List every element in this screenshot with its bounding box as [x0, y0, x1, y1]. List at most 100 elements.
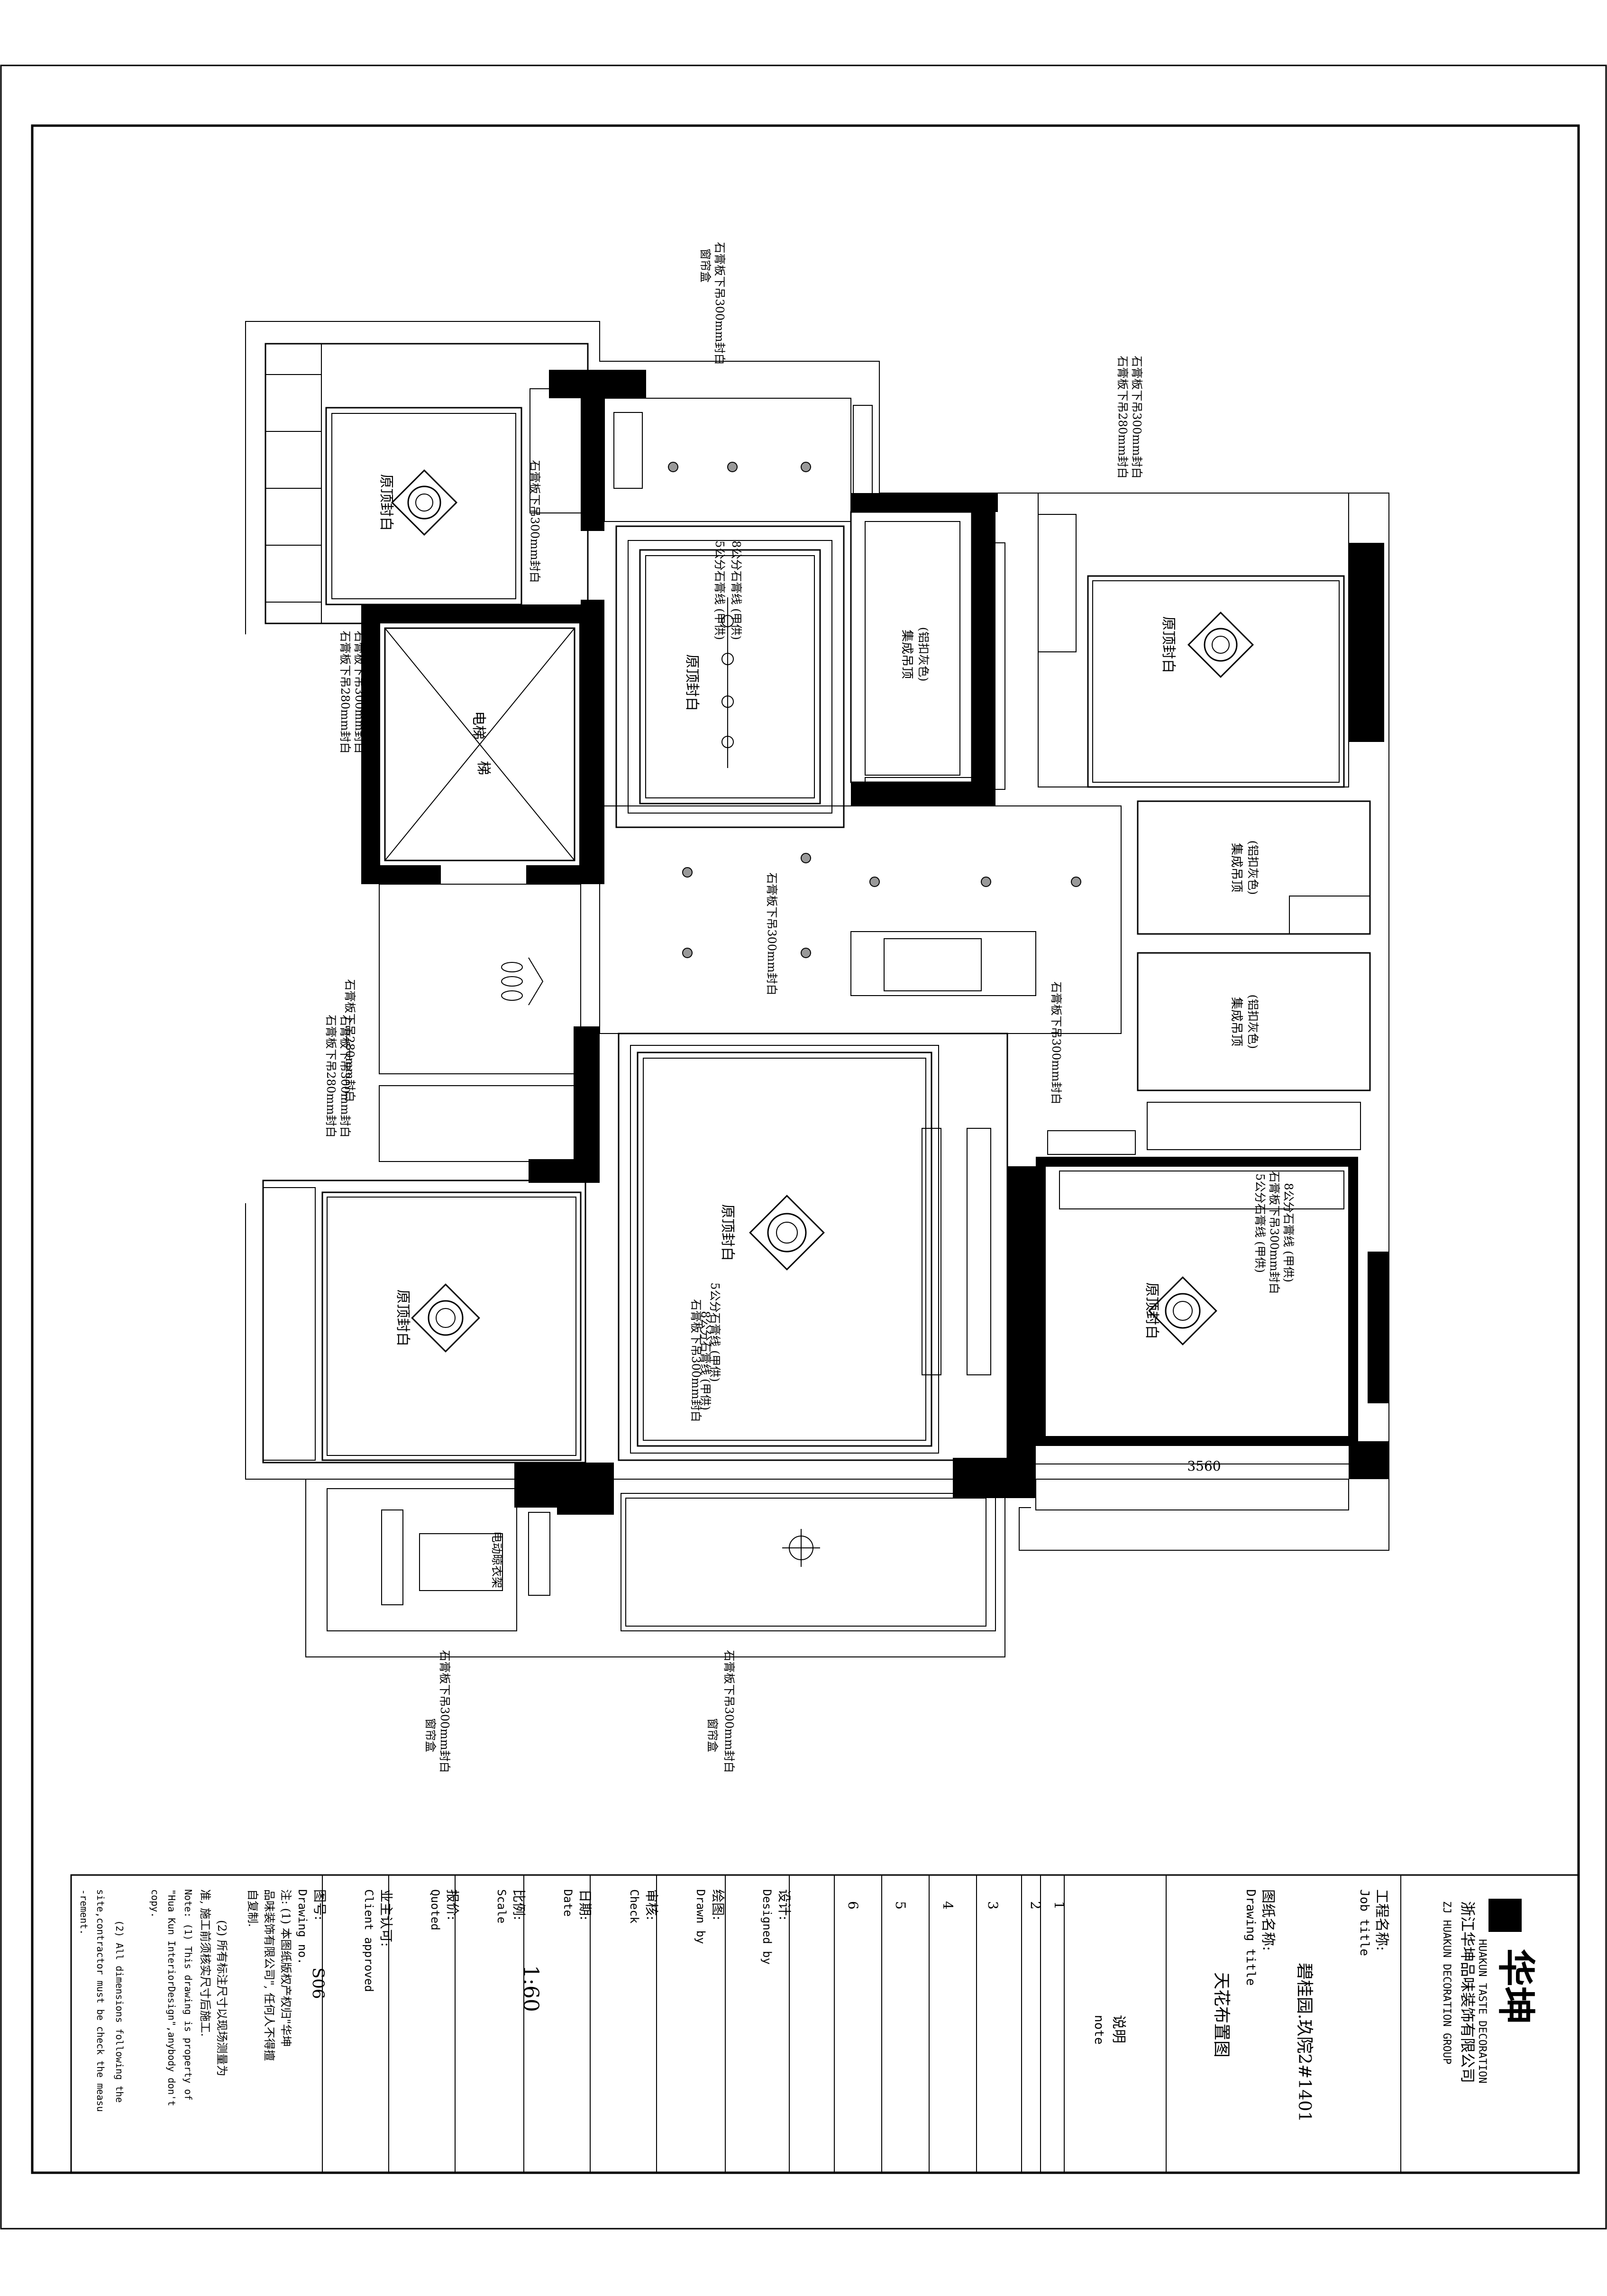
drawing-title-label: 图纸名称:: [1260, 1889, 1276, 1951]
note-en-4: (2) All dimensions following the: [114, 1920, 125, 2103]
note-row-1: 1: [1051, 1901, 1067, 1910]
note-cn-2: 品味装饰有限公司", 任何人不得擅: [263, 1889, 276, 2061]
dining-room: 原顶封白: [615, 525, 845, 828]
note-a17: 8公分石膏线 (甲供): [699, 1311, 712, 1410]
drawing-title-label-en: Drawing title: [1243, 1889, 1258, 1986]
room-label-bath2: 集成吊顶: [1229, 997, 1243, 1046]
structural-walls: [514, 370, 1389, 1515]
job-title-value: 碧桂园.玖院2#1401: [1295, 1963, 1314, 2122]
entry-corridor: [379, 884, 581, 1162]
note-a24: 石膏板下吊300mm封白: [1268, 1171, 1281, 1294]
elevator-shaft: 电梯 梯: [361, 604, 598, 884]
logo-mark: 华坤: [1494, 1948, 1538, 2024]
note-a8: 8公分石膏线 (甲供): [730, 540, 743, 640]
note-en-3: copy.: [149, 1889, 161, 1918]
room-label-kitchen-sub: (铝扣灰色): [917, 627, 930, 682]
note-row-4: 4: [940, 1901, 956, 1910]
room-label-bath1-sub: (铝扣灰色): [1246, 841, 1260, 895]
room-label-bath2-sub: (铝扣灰色): [1246, 995, 1260, 1049]
plan-envelope: [245, 321, 1389, 1551]
drawn-label-en: Drawn by: [694, 1889, 707, 1944]
note-a13: 石膏板下吊280mm封白: [324, 1015, 338, 1137]
company-logo: 华坤 HUAKUN TASTE DECORATION 浙江华坤品味装饰有限公司 …: [1441, 1899, 1538, 2084]
note-a2: 窗帘盒: [699, 248, 712, 283]
central-hallway: [599, 805, 1122, 1034]
room-label-bedroom-right-top: 原顶封白: [1160, 616, 1177, 673]
note-row-2: 2: [1028, 1901, 1043, 1910]
drawing-no-value: S06: [309, 1967, 328, 1999]
job-title-label-en: Job title: [1357, 1889, 1371, 1956]
note-a3: 石膏板下吊280mm封白: [1116, 356, 1129, 478]
note-en-6: -rement.: [78, 1889, 90, 1935]
client-approved-label: 业主认可:: [378, 1889, 394, 1947]
room-label-bedroom-right-bottom: 原顶封白: [1143, 1282, 1160, 1339]
drawing-title-value: 天花布置图: [1212, 1972, 1231, 2058]
bathroom-2: 集成吊顶 (铝扣灰色): [1047, 952, 1371, 1155]
note-en-1: Note: (1) This drawing is property of: [183, 1889, 194, 2101]
designed-label-en: Designed by: [760, 1889, 774, 1965]
bedroom-top-right: 原顶封白: [1038, 493, 1349, 788]
note-a4: 石膏板下吊300mm封白: [713, 242, 726, 365]
bathroom-1: 集成吊顶 (铝扣灰色): [1137, 800, 1371, 935]
room-label-balcony: 原顶封白: [378, 474, 394, 531]
note-a16: 5公分石膏线 (甲供): [708, 1282, 721, 1382]
living-room: 原顶封白: [618, 1033, 1008, 1461]
company-group: ZJ HUAKUN DECORATION GROUP: [1441, 1901, 1452, 2064]
sign-box-label: 电动晾衣架: [490, 1531, 503, 1588]
note-a20: 窗帘盒: [424, 1718, 437, 1752]
note-cn-4: (2) 所有标注尺寸以现场测量为: [215, 1920, 228, 2076]
room-label-dining: 原顶封白: [684, 654, 700, 711]
note-cn-5: 准, 施工前须核实尺寸后施工.: [199, 1889, 212, 2037]
plan-annotations: 石膏板下吊300mm封白 窗帘盒 石膏板下吊300mm封白 石膏板下吊280mm…: [324, 242, 1295, 1773]
date-label: 日期:: [577, 1889, 593, 1920]
note-cn-1: 注: (1) 本图纸版权产权归"华坤: [279, 1889, 292, 2047]
note-a12: 石膏板下吊300mm封白: [1050, 981, 1063, 1104]
quoted-label-en: Quoted: [429, 1889, 442, 1930]
note-a18: 石膏板下吊300mm封白: [689, 1299, 703, 1422]
note-a21: 石膏板下吊300mm封白: [722, 1650, 736, 1773]
drawing-no-label-en: Drawing no.: [296, 1889, 309, 1965]
note-row-5: 5: [893, 1901, 908, 1910]
note-a22: 窗帘盒: [706, 1718, 719, 1752]
room-label-living: 原顶封白: [719, 1204, 736, 1261]
copyright-notes: 注: (1) 本图纸版权产权归"华坤 品味装饰有限公司", 任何人不得擅 自复制…: [78, 1889, 292, 2112]
note-row-3: 3: [985, 1901, 1001, 1910]
scale-label-en: Scale: [495, 1889, 508, 1923]
room-label-bath1: 集成吊顶: [1229, 843, 1243, 892]
elevator-label: 电梯: [470, 711, 487, 740]
check-label: 审核:: [644, 1889, 659, 1920]
logo-text-en: HUAKUN TASTE DECORATION: [1476, 1939, 1488, 2084]
title-block: 华坤 HUAKUN TASTE DECORATION 浙江华坤品味装饰有限公司 …: [70, 1874, 1580, 2174]
note-a9: 石膏板下吊300mm封白: [353, 631, 366, 753]
note-label-en: note: [1092, 2015, 1106, 2045]
drawing-no-label: 图号:: [312, 1889, 328, 1920]
client-approved-label-en: Client approved: [362, 1889, 375, 1992]
top-left-balcony: 原顶封白: [265, 343, 589, 624]
floor-plan: 原顶封白 电梯 梯: [245, 242, 1389, 1773]
pendant-light-icon: [391, 469, 458, 536]
check-label-en: Check: [628, 1889, 641, 1924]
scale-value: 1:60: [519, 1965, 543, 2012]
date-label-en: Date: [561, 1889, 575, 1917]
note-en-5: site,contractor must be check the measu: [95, 1889, 106, 2112]
note-a10: 石膏板下吊300mm封白: [765, 872, 778, 995]
kitchen: 集成吊顶 (铝扣灰色): [850, 511, 1005, 806]
note-row-6: 6: [845, 1901, 861, 1910]
scale-label: 比例:: [511, 1889, 527, 1920]
company-name: 浙江华坤品味装饰有限公司: [1459, 1901, 1477, 2083]
note-label: 说明: [1110, 2015, 1127, 2043]
bedroom-bottom-right: 原顶封白 3560: [1035, 1166, 1349, 1510]
note-en-2: "Hua Kun InteriorDesign",anybody don't: [166, 1889, 177, 2106]
elevator-label-2: 梯: [475, 761, 492, 775]
note-a14: 石膏板下吊300mm封白: [338, 1015, 352, 1137]
note-a19: 石膏板下吊300mm封白: [438, 1650, 451, 1773]
room-label-kitchen: 集成吊顶: [900, 630, 914, 679]
note-a23: 5公分石膏线 (甲供): [1253, 1173, 1267, 1273]
quoted-label: 报价:: [445, 1889, 460, 1920]
note-a1: 石膏板下吊300mm封白: [528, 460, 541, 583]
bottom-balcony: 电动晾衣架: [305, 1479, 1005, 1657]
note-a6: 石膏板下吊280mm封白: [338, 631, 352, 753]
note-a5: 石膏板下吊300mm封白: [1130, 356, 1143, 478]
